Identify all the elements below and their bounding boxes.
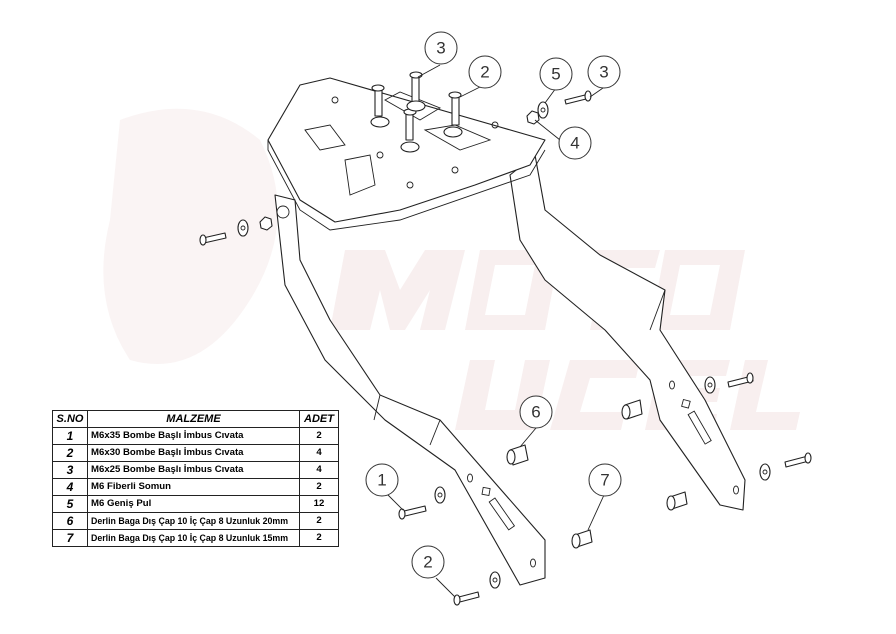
svg-text:6: 6 (531, 403, 540, 422)
callout-4: 4 (558, 126, 592, 160)
table-header-row: S.NO MALZEME ADET (52, 410, 339, 428)
fasteners (199, 71, 812, 606)
svg-text:5: 5 (551, 65, 560, 84)
svg-text:7: 7 (600, 471, 609, 490)
row-number: 4 (52, 478, 88, 496)
callout-1: 1 (365, 463, 399, 497)
row-number: 6 (52, 512, 88, 530)
right-bracket-arm (509, 154, 746, 511)
callout-6: 6 (519, 395, 553, 429)
row-material: M6x35 Bombe Başlı İmbus Cıvata (87, 427, 300, 445)
callout-leaders (387, 64, 605, 598)
row-quantity: 2 (299, 427, 339, 445)
row-quantity: 2 (299, 529, 339, 547)
row-material: Derlin Baga Dış Çap 10 İç Çap 8 Uzunluk … (87, 529, 300, 547)
header-malzeme: MALZEME (87, 410, 300, 428)
callout-2-bottom: 2 (411, 545, 445, 579)
row-material: M6 Fiberli Somun (87, 478, 300, 496)
row-number: 2 (52, 444, 88, 462)
left-arm-engraved-logo (481, 486, 516, 531)
row-quantity: 2 (299, 512, 339, 530)
right-arm-engraved-logo (681, 398, 712, 445)
svg-text:4: 4 (570, 134, 579, 153)
row-number: 7 (52, 529, 88, 547)
row-quantity: 2 (299, 478, 339, 496)
svg-text:2: 2 (423, 553, 432, 572)
callout-2-top: 2 (468, 55, 502, 89)
row-material: Derlin Baga Dış Çap 10 İç Çap 8 Uzunluk … (87, 512, 300, 530)
callout-7: 7 (588, 463, 622, 497)
svg-text:3: 3 (599, 63, 608, 82)
row-material: M6 Geniş Pul (87, 495, 300, 513)
callout-5: 5 (539, 57, 573, 91)
row-material: M6x25 Bombe Başlı İmbus Cıvata (87, 461, 300, 479)
row-material: M6x30 Bombe Başlı İmbus Cıvata (87, 444, 300, 462)
callout-3-right: 3 (587, 55, 621, 89)
row-quantity: 4 (299, 444, 339, 462)
row-number: 1 (52, 427, 88, 445)
callout-3-top: 3 (424, 31, 458, 65)
row-number: 3 (52, 461, 88, 479)
svg-text:3: 3 (436, 39, 445, 58)
left-bracket-arm (274, 194, 546, 586)
row-quantity: 12 (299, 495, 339, 513)
row-quantity: 4 (299, 461, 339, 479)
header-sno: S.NO (52, 410, 88, 428)
header-adet: ADET (299, 410, 339, 428)
row-number: 5 (52, 495, 88, 513)
svg-text:2: 2 (480, 63, 489, 82)
svg-text:1: 1 (377, 471, 386, 490)
